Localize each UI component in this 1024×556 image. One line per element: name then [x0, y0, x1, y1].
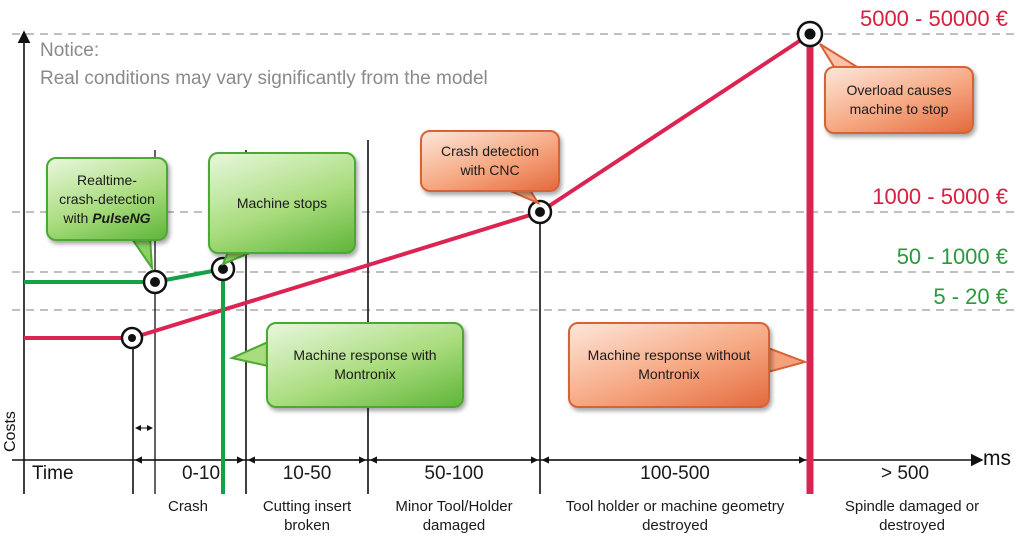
callout-with-montronix: Machine response with Montronix [266, 322, 464, 408]
phase-range-50-100: 50-100 [424, 463, 484, 484]
phase-caption-crash: Crash [167, 498, 208, 515]
callout-overload: Overload causes machine to stop [824, 66, 974, 134]
callout-realtime-line2: crash-detection [59, 190, 155, 207]
event-marker-pulseng-detection [142, 269, 168, 295]
callout-crash-cnc: Crash detection with CNC [420, 130, 560, 192]
callout-realtime-line3: with PulseNG [63, 209, 150, 228]
callout-without-montronix: Machine response without Montronix [568, 322, 770, 408]
cost-line-without-montronix [24, 32, 812, 340]
phase-range-0-10: 0-10 [181, 463, 221, 484]
phase-caption-minor-tool: Minor Tool/Holder damaged [395, 498, 513, 534]
cost-label-5000-50000: 5000 - 50000 € [859, 6, 1008, 31]
cost-label-1000-5000: 1000 - 5000 € [872, 184, 1008, 209]
notice-title: Notice: [40, 40, 100, 61]
notice-text: Real conditions may vary significantly f… [40, 68, 488, 89]
callout-machine-stops: Machine stops [208, 152, 356, 254]
time-label: Time [32, 463, 74, 484]
callout-realtime-with: with [63, 209, 93, 226]
event-marker-crash [120, 326, 144, 350]
callout-realtime-brand: PulseNG [92, 209, 151, 226]
event-marker-machine-stops [210, 256, 236, 282]
tail-with-montronix [228, 340, 269, 368]
phase-caption-cutting-insert: Cutting insert broken [262, 498, 352, 534]
callout-realtime-line1: Realtime- [77, 171, 137, 188]
phase-caption-spindle: Spindle damaged or destroyed [844, 498, 980, 534]
event-marker-cnc-detection [527, 199, 553, 225]
event-marker-overload [796, 20, 824, 48]
callout-realtime-detection: Realtime- crash-detection with PulseNG [46, 157, 168, 241]
phase-range-500-plus: > 500 [880, 463, 930, 484]
cost-label-5-20: 5 - 20 € [933, 284, 1008, 309]
phase-range-10-50: 10-50 [282, 463, 332, 484]
cost-line-with-montronix [24, 267, 224, 284]
y-axis-label: Costs [2, 411, 19, 452]
cost-label-50-1000: 50 - 1000 € [896, 244, 1008, 269]
phase-caption-tool-holder: Tool holder or machine geometry destroye… [565, 498, 785, 534]
x-axis-unit: ms [983, 447, 1011, 470]
phase-range-100-500: 100-500 [640, 463, 710, 484]
tail-without-montronix [767, 346, 809, 374]
